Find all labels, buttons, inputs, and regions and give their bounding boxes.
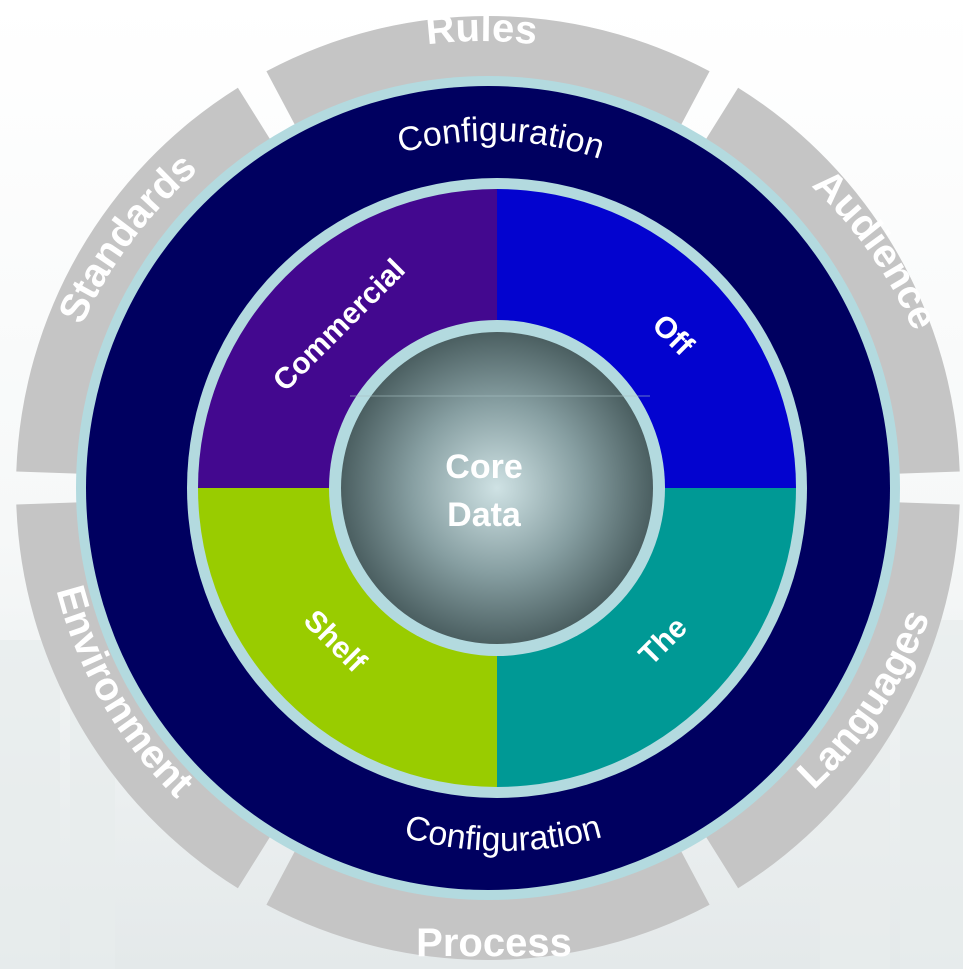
outer-label-rules: Rules [424,6,540,53]
outer-segment-rules [266,16,710,135]
core-label-line2: Data [447,496,522,534]
outer-segment-process [266,841,710,960]
core-data-circle [341,332,653,644]
outer-label-process: Process [416,921,572,965]
core-label-line1: Core [445,448,522,486]
